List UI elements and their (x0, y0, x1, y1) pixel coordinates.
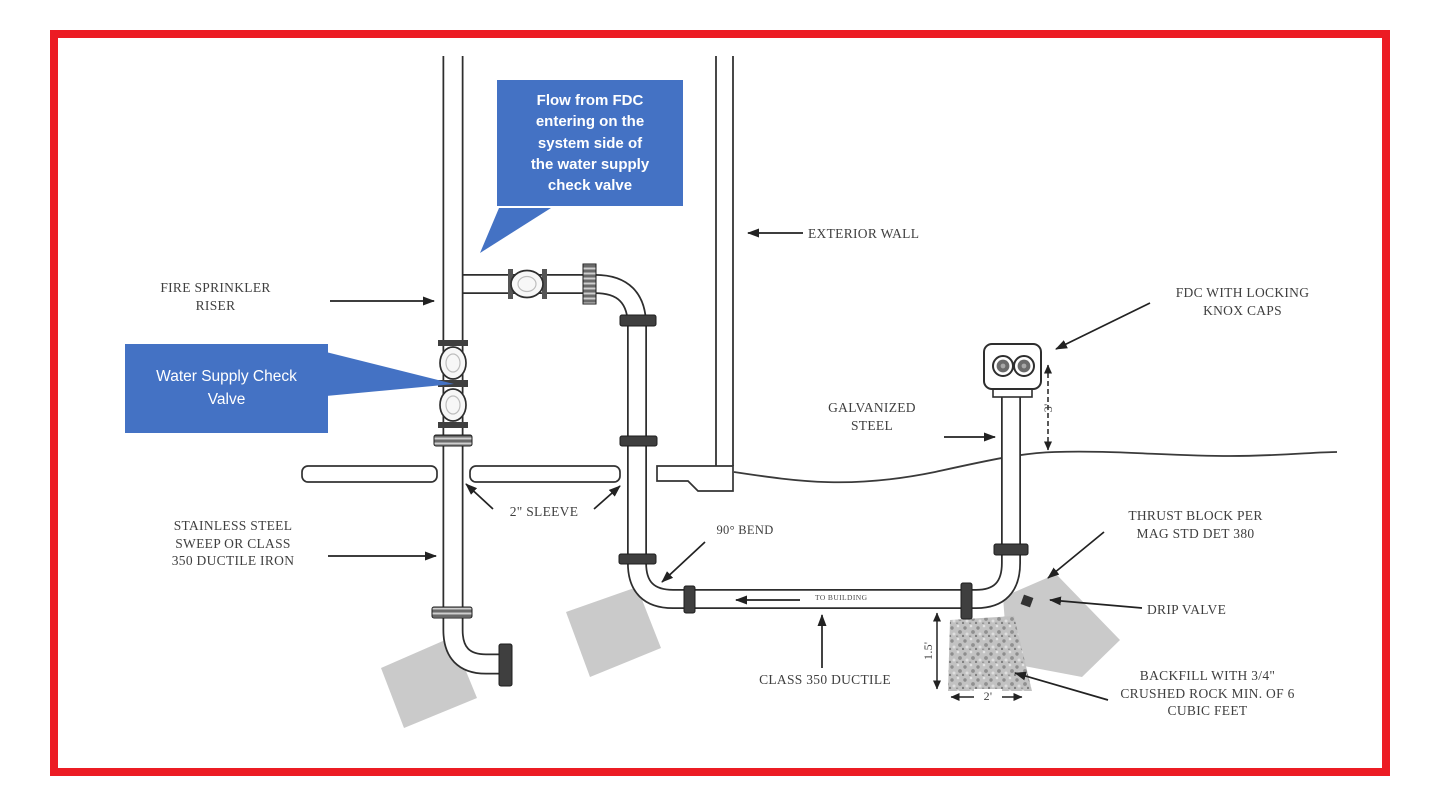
label-thrust-block: THRUST BLOCK PER MAG STD DET 380 (1128, 508, 1263, 541)
floor-slab (301, 465, 734, 492)
label-fire-sprinkler-riser: FIRE SPRINKLER RISER (160, 280, 271, 313)
leader-90-bend (661, 541, 706, 583)
thrust-cone-bend (566, 587, 661, 677)
water-supply-check-valves (438, 340, 468, 428)
callout-tails (326, 208, 551, 396)
dim-1-5ft-text: 1.5' (921, 641, 936, 660)
leader-drip-valve (1049, 596, 1143, 609)
label-galvanized-steel: GALVANIZED STEEL (828, 400, 916, 433)
label-90-bend: 90° BEND (716, 523, 774, 537)
callout-flow-from-fdc: Flow from FDC entering on the system sid… (497, 80, 683, 207)
underground-pipe (458, 274, 1021, 609)
leader-thrust-block (1047, 531, 1105, 579)
drip-valve-fitting (1020, 594, 1034, 608)
pipe-flanges (431, 263, 1029, 687)
leader-sleeve-left (465, 483, 494, 510)
label-stainless-sweep: STAINLESS STEEL SWEEP OR CLASS 350 DUCTI… (171, 518, 295, 569)
callout-water-supply-check-valve: Water Supply Check Valve (125, 344, 328, 433)
wscv-callout-tail (326, 352, 454, 396)
knox-cap-left (992, 355, 1014, 377)
dim-2ft-text: 2' (974, 689, 1002, 705)
leader-fdc (1055, 302, 1151, 350)
label-class-350: CLASS 350 DUCTILE (759, 672, 891, 687)
label-2in-sleeve: 2" SLEEVE (509, 504, 579, 519)
label-exterior-wall: EXTERIOR WALL (808, 226, 920, 241)
ground-line (733, 450, 1338, 484)
rock-backfill (948, 616, 1032, 691)
riser-end-flange (498, 643, 513, 687)
exterior-wall (715, 56, 734, 466)
dim-3ft-text: 3' (1041, 403, 1056, 413)
flow-callout-tail (480, 208, 551, 253)
label-fdc-knox: FDC WITH LOCKING KNOX CAPS (1175, 285, 1310, 318)
label-drip-valve: DRIP VALVE (1147, 602, 1227, 617)
leader-arrows (328, 228, 1151, 701)
branch-flange (582, 263, 597, 305)
leader-backfill (1014, 671, 1109, 701)
red-border-frame (50, 30, 1390, 776)
branch-check-valve (508, 269, 547, 299)
knox-cap-right (1013, 355, 1035, 377)
fdc-body (983, 343, 1042, 398)
label-to-building: TO BUILDING (815, 593, 868, 602)
label-backfill: BACKFILL WITH 3/4" CRUSHED ROCK MIN. OF … (1120, 668, 1295, 719)
riser-pipe (442, 56, 499, 675)
leader-sleeve-right (593, 485, 621, 510)
